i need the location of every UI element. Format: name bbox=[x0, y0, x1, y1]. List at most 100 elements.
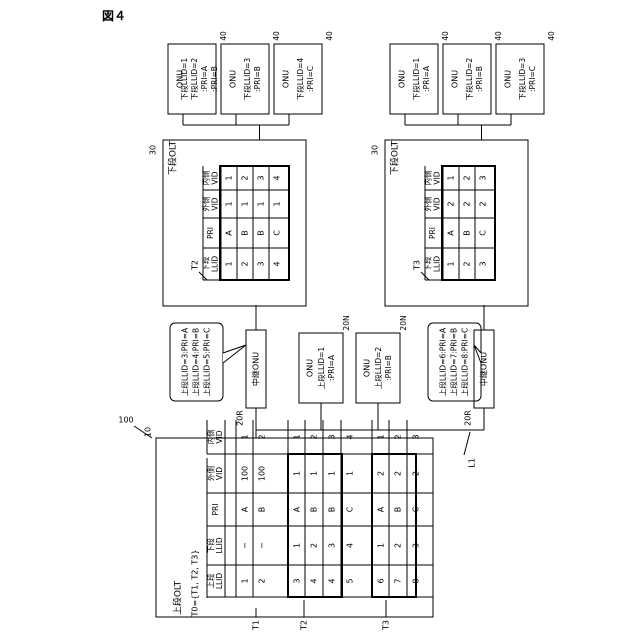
direct-onu-text-line: 上段LLID=1 bbox=[316, 347, 326, 390]
lower-table-header-cell-line: VID bbox=[210, 197, 219, 210]
onu-text-line: 下段LLID=4 bbox=[295, 58, 305, 101]
relay-note-text-line: 上段LLID=7:PRI=B bbox=[449, 328, 459, 396]
lower-table-cell: 2 bbox=[241, 175, 250, 180]
onu-ref-line: 40 bbox=[272, 31, 281, 41]
relay-note-text-line: 上段LLID=5:PRI=C bbox=[202, 328, 212, 396]
onu-ref-line: 40 bbox=[494, 31, 503, 41]
direct-onu-name-line: ONU bbox=[306, 359, 315, 377]
lower-table-label-line: T3 bbox=[413, 260, 422, 271]
upper-table-cell-line: A bbox=[241, 506, 250, 512]
upper-table-cell: 1 bbox=[241, 434, 250, 439]
upper-table-cell-line: 1 bbox=[241, 434, 250, 439]
onu-ref-line: 40 bbox=[547, 31, 556, 41]
onu-ref: 40 bbox=[272, 31, 281, 41]
lower-olt-title: 下段OLT bbox=[167, 140, 179, 175]
onu-text-line: :PRI=B bbox=[475, 66, 484, 92]
direct-onu-text-line: :PRI=A bbox=[327, 354, 336, 381]
upper-table-cell-line: 6 bbox=[377, 578, 386, 583]
onu-name: ONU bbox=[504, 70, 513, 88]
lower-olt-ref-line: 30 bbox=[371, 145, 380, 155]
direct-onu-text-line: :PRI=B bbox=[384, 355, 393, 381]
lower-table-cell-line: 4 bbox=[273, 261, 282, 266]
lower-table-cell: 2 bbox=[447, 201, 456, 206]
upper-table-header-cell-line: VID bbox=[215, 430, 224, 443]
upper-table-cell: 3 bbox=[412, 434, 421, 439]
direct-onu-ref-line: 20N bbox=[342, 315, 351, 330]
upper-table-header-cell: 内側VID bbox=[205, 430, 224, 445]
upper-table-cell: 1 bbox=[346, 471, 355, 476]
lower-table-cell-line: A bbox=[225, 230, 234, 236]
lower-table-cell: 1 bbox=[241, 201, 250, 206]
upper-table-cell-line: 2 bbox=[258, 434, 267, 439]
lower-table-header-cell-line: PRI bbox=[206, 227, 215, 239]
onu-text-line: 下段LLID=1 bbox=[411, 58, 421, 101]
onu-ref: 40 bbox=[441, 31, 450, 41]
upper-table-header-cell: 上段LLID bbox=[205, 573, 224, 590]
lower-table-cell-line: 1 bbox=[447, 175, 456, 180]
upper-table-header-cell-line: PRI bbox=[211, 504, 220, 516]
lower-olt-ref: 30 bbox=[371, 145, 380, 155]
upper-table-cell-line: 4 bbox=[328, 578, 337, 583]
lower-table-cell: 4 bbox=[273, 261, 282, 266]
lower-olt-box bbox=[385, 140, 528, 306]
onu-text-line: :PRI=A bbox=[422, 65, 431, 92]
lower-table-cell-line: 1 bbox=[225, 201, 234, 206]
upper-table-cell: 100 bbox=[258, 466, 267, 481]
lower-table-cell-line: 1 bbox=[273, 201, 282, 206]
lower-table-cell: 2 bbox=[463, 201, 472, 206]
upper-table-cell: A bbox=[241, 506, 250, 512]
relay-note-text-line: 上段LLID=4:PRI=B bbox=[191, 328, 201, 396]
upper-table-cell: 4 bbox=[346, 543, 355, 548]
lower-table-cell: 3 bbox=[479, 175, 488, 180]
upper-table-cell-line: 2 bbox=[258, 578, 267, 583]
upper-table-cell-line: 4 bbox=[346, 434, 355, 439]
lower-table-header-cell-line: 外側 bbox=[201, 197, 211, 212]
upper-table-cell-line: 5 bbox=[346, 578, 355, 583]
onu-ref-line: 40 bbox=[219, 31, 228, 41]
upper-table-cell: 6 bbox=[377, 578, 386, 583]
upper-table-cell: 1 bbox=[328, 471, 337, 476]
lower-table-cell-line: 2 bbox=[241, 261, 250, 266]
upper-table-cell: 7 bbox=[394, 578, 403, 583]
lower-table-cell-line: 1 bbox=[225, 175, 234, 180]
lower-table-cell-line: C bbox=[273, 230, 282, 236]
lower-table-cell-line: B bbox=[257, 230, 266, 236]
upper-table-cell-line: − bbox=[258, 542, 267, 549]
upper-table-cell-line: 4 bbox=[310, 578, 319, 583]
lower-table-header-cell-line: 外側 bbox=[423, 197, 433, 212]
lower-table-cell: A bbox=[447, 230, 456, 236]
lower-table-cell: 2 bbox=[479, 201, 488, 206]
onu-text-line: :PRI=A bbox=[200, 65, 209, 92]
upper-table-header-cell-line: LLID bbox=[215, 537, 224, 554]
lower-table-cell: 3 bbox=[257, 175, 266, 180]
upper-table-cell-line: 7 bbox=[394, 578, 403, 583]
lower-table-cell: B bbox=[241, 230, 250, 236]
upper-olt-group-def-line: T0={T1, T2, T3} bbox=[191, 550, 200, 618]
upper-table-cell: 1 bbox=[241, 578, 250, 583]
onu-text-line: 下段LLID=3 bbox=[242, 58, 252, 101]
upper-table-cell: 100 bbox=[241, 466, 250, 481]
lower-table-header-cell: PRI bbox=[428, 227, 437, 239]
upper-table-cell: 1 bbox=[293, 434, 302, 439]
lower-table-header-cell-line: 下段 bbox=[201, 256, 211, 271]
onu-text: 下段LLID=1:PRI=A bbox=[411, 58, 431, 101]
relay-note-text-line: 上段LLID=3:PRI=A bbox=[180, 327, 190, 396]
lower-table-cell-line: 2 bbox=[463, 261, 472, 266]
upper-table-cell-line: 2 bbox=[377, 471, 386, 476]
lower-table-cell: C bbox=[273, 230, 282, 236]
onu-text-line: :PRI=B bbox=[210, 66, 219, 92]
upper-table-cell: 3 bbox=[328, 543, 337, 548]
relay-onu-ref: 20R bbox=[464, 410, 473, 426]
upper-table-cell: 4 bbox=[310, 578, 319, 583]
upper-table-cell-line: A bbox=[293, 506, 302, 512]
upper-table-cell: C bbox=[346, 506, 355, 512]
lower-table-cell: 2 bbox=[463, 175, 472, 180]
upper-table-cell: A bbox=[293, 506, 302, 512]
upper-group-label: T2 bbox=[300, 620, 309, 631]
lower-table-label: T2 bbox=[191, 260, 200, 271]
direct-onu-ref: 20N bbox=[399, 315, 408, 330]
lower-table-cell-line: 4 bbox=[273, 175, 282, 180]
upper-table-header-cell: PRI bbox=[211, 504, 220, 516]
